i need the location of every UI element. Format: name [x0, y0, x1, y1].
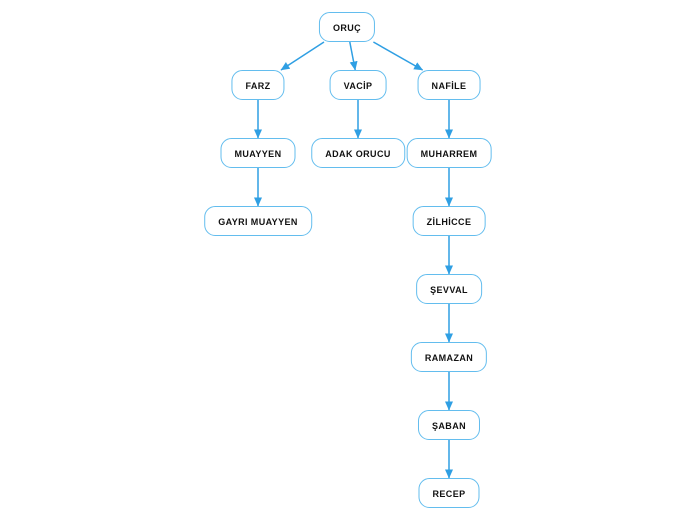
node-zilhicce[interactable]: ZİLHİCCE: [412, 206, 486, 236]
node-sevval[interactable]: ŞEVVAL: [416, 274, 482, 304]
node-label: MUAYYEN: [234, 149, 282, 159]
node-recep[interactable]: RECEP: [418, 478, 480, 508]
node-label: ZİLHİCCE: [426, 217, 472, 227]
node-farz[interactable]: FARZ: [231, 70, 285, 100]
node-label: ŞABAN: [431, 421, 467, 431]
node-label: ORUÇ: [332, 23, 362, 33]
node-muharrem[interactable]: MUHARREM: [406, 138, 492, 168]
node-adak-orucu[interactable]: ADAK ORUCU: [311, 138, 405, 168]
node-label: VACİP: [343, 81, 373, 91]
node-label: FARZ: [245, 81, 271, 91]
node-label: NAFİLE: [431, 81, 467, 91]
edge-oruc-to-nafile: [373, 41, 424, 71]
edge-oruc-to-vacip: [349, 41, 358, 71]
node-gayri-muayyen[interactable]: GAYRI MUAYYEN: [204, 206, 312, 236]
node-label: ŞEVVAL: [430, 285, 468, 295]
node-label: RAMAZAN: [424, 353, 474, 363]
node-vacip[interactable]: VACİP: [329, 70, 387, 100]
node-label: GAYRI MUAYYEN: [218, 217, 298, 227]
node-ramazan[interactable]: RAMAZAN: [410, 342, 488, 372]
node-label: RECEP: [432, 489, 466, 499]
node-saban[interactable]: ŞABAN: [417, 410, 481, 440]
node-oruc[interactable]: ORUÇ: [318, 12, 376, 42]
node-nafile[interactable]: NAFİLE: [417, 70, 481, 100]
node-label: MUHARREM: [420, 149, 478, 159]
node-label: ADAK ORUCU: [325, 149, 391, 159]
edge-oruc-to-farz: [280, 41, 325, 71]
node-muayyen[interactable]: MUAYYEN: [220, 138, 296, 168]
